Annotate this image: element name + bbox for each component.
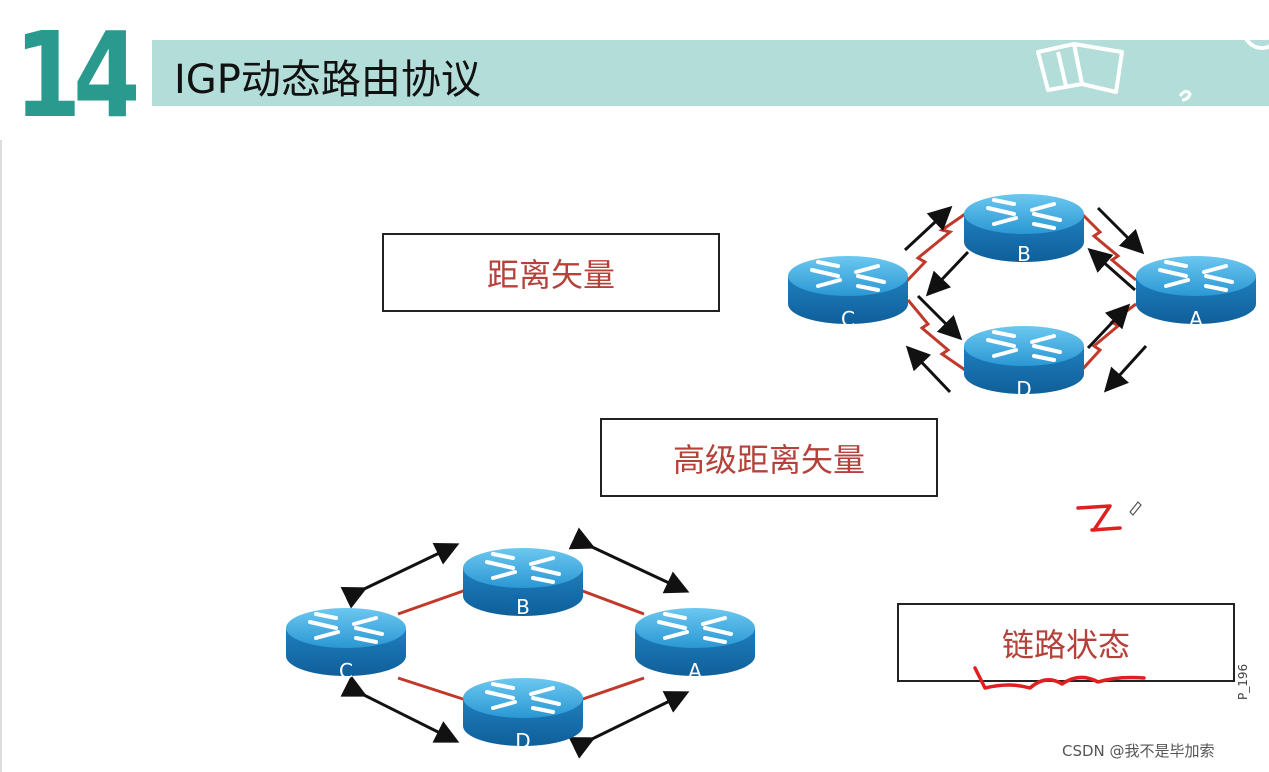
- pen-annotation: [973, 504, 1146, 690]
- top-router-d-label: D: [1016, 377, 1031, 401]
- bottom-router-d-label: D: [515, 729, 530, 753]
- bottom-routers: [284, 546, 757, 748]
- distance-vector-box: 距离矢量: [382, 233, 720, 312]
- top-routers: [786, 192, 1258, 396]
- link-state-box: 链路状态: [897, 603, 1235, 682]
- distance-vector-label: 距离矢量: [486, 255, 615, 294]
- pen-cursor-icon: [1129, 501, 1142, 516]
- top-router-c-label: C: [841, 307, 855, 331]
- top-arrows: [903, 205, 1148, 394]
- bottom-router-c-label: C: [339, 659, 353, 683]
- bottom-arrows: [340, 527, 690, 759]
- book-icon: [1036, 10, 1269, 102]
- slide-title: IGP动态路由协议: [174, 57, 481, 103]
- advanced-distance-vector-label: 高级距离矢量: [672, 440, 865, 479]
- bottom-router-b-label: B: [516, 595, 530, 619]
- advanced-distance-vector-box: 高级距离矢量: [600, 418, 938, 497]
- title-band: [152, 40, 1269, 106]
- csdn-watermark: CSDN @我不是毕加索: [1062, 742, 1215, 760]
- bottom-router-a-label: A: [688, 659, 702, 683]
- top-router-a-label: A: [1189, 307, 1203, 331]
- link-state-label: 链路状态: [1001, 625, 1130, 664]
- top-router-b-label: B: [1017, 242, 1031, 266]
- left-edge-line: [0, 140, 2, 772]
- slide-code: P_196: [1236, 663, 1250, 700]
